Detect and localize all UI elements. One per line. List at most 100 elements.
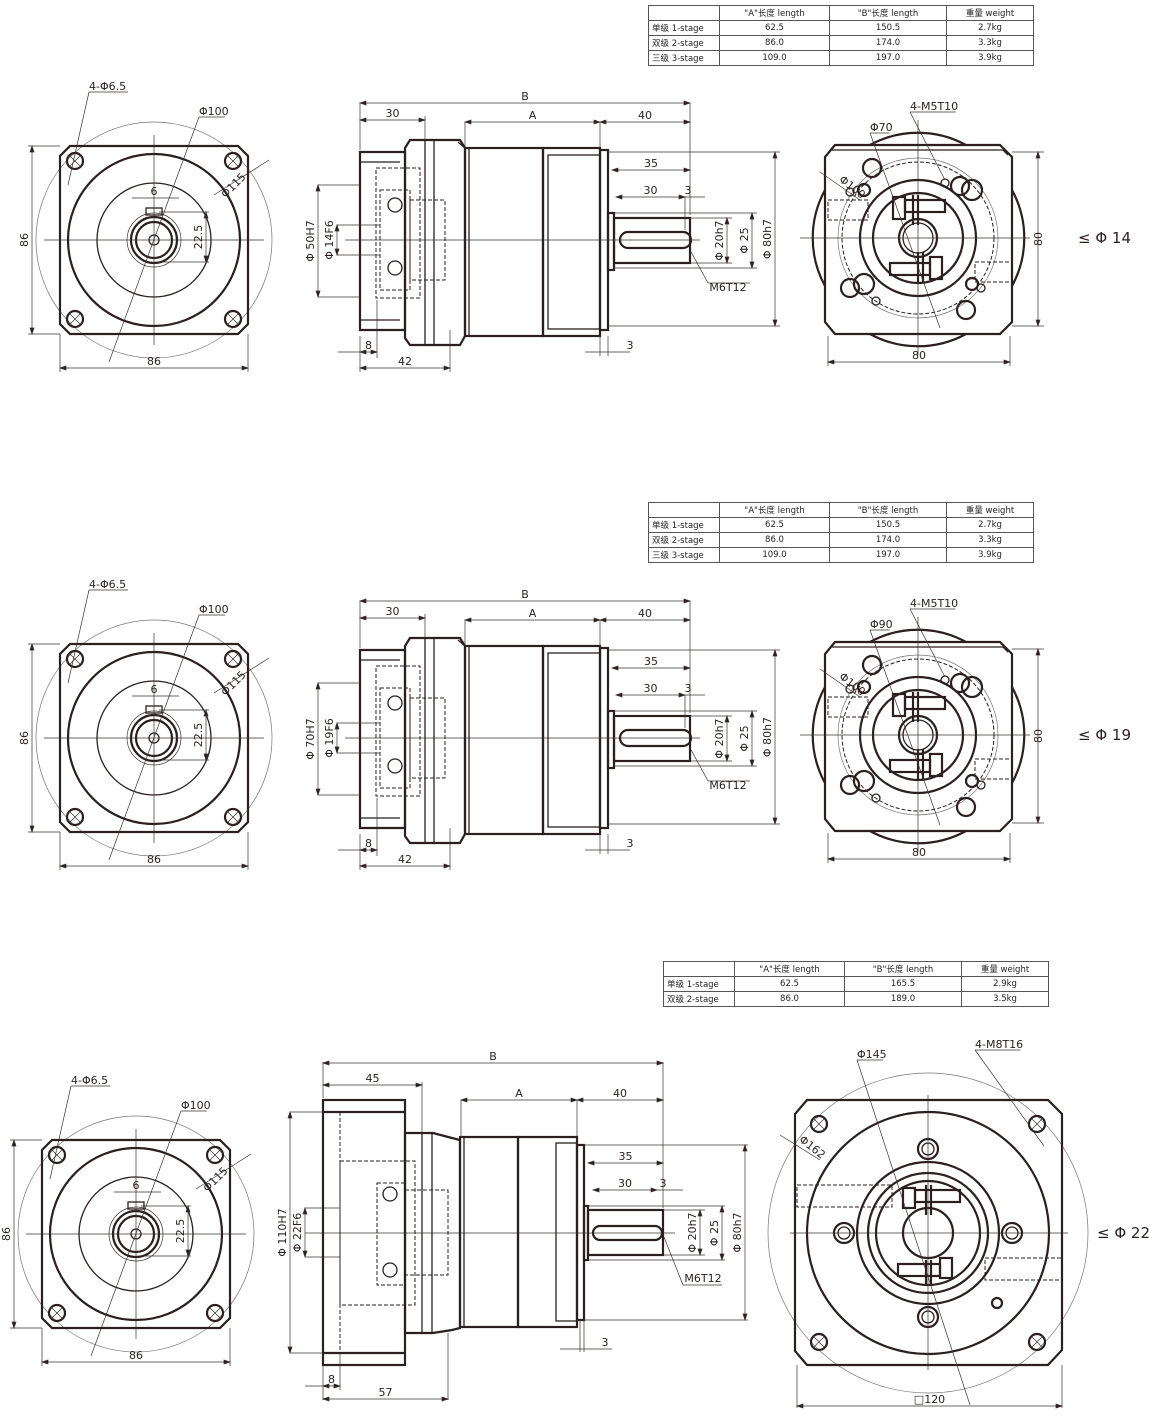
dimension-label: 86	[18, 731, 31, 745]
circle	[839, 774, 861, 796]
table-cell: 3.9kg	[946, 50, 1034, 66]
circle	[955, 299, 977, 321]
arrowhead-icon	[185, 1204, 191, 1213]
arrowhead-icon	[321, 1383, 330, 1389]
dimension-label: 3	[660, 1177, 667, 1190]
flange-outline	[58, 144, 250, 336]
arrowhead-icon	[358, 117, 367, 123]
dimension-label: Φ70	[870, 121, 893, 134]
arrowhead-icon	[724, 256, 730, 265]
dimension-label: 86	[147, 853, 161, 866]
clamp-screw	[928, 752, 944, 778]
dimension-label: 8	[328, 1373, 335, 1386]
arrowhead-icon	[656, 1160, 665, 1166]
mounting-hole	[1027, 1332, 1047, 1352]
arrowhead-icon	[1035, 150, 1041, 159]
arrowhead-icon	[358, 598, 367, 604]
outline	[547, 154, 601, 330]
line	[689, 249, 709, 284]
dimension-label: 4-M8T16	[975, 1038, 1023, 1051]
arrowhead-icon	[315, 788, 321, 797]
line	[108, 614, 200, 861]
dimension-label: Φ 110H7	[276, 1208, 289, 1256]
output-flange-outline	[823, 640, 1014, 833]
arrowhead-icon	[58, 863, 67, 869]
dimension-label: 22.5	[192, 723, 205, 748]
outline	[832, 149, 1009, 156]
arrowhead-icon	[697, 1248, 703, 1257]
arrowhead-icon	[40, 1359, 49, 1365]
circle	[839, 277, 861, 299]
pin-hole	[990, 1296, 1004, 1310]
dimension-label: 6	[151, 683, 158, 696]
arrowhead-icon	[795, 1403, 804, 1409]
dimension-label: Φ100	[199, 603, 229, 616]
arrowhead-icon	[358, 615, 367, 621]
mounting-hole	[47, 1303, 67, 1323]
dimension-label: Φ145	[857, 1048, 887, 1061]
dimension-label: B	[521, 90, 529, 103]
line	[90, 1110, 182, 1357]
circle	[949, 175, 971, 197]
arrowhead-icon	[575, 1097, 584, 1103]
outline	[984, 1257, 1063, 1281]
line	[869, 629, 941, 826]
output-flange-outline	[793, 1098, 1064, 1367]
dimension-label: A	[529, 607, 537, 620]
line	[227, 155, 239, 167]
dimension-label: 4-Φ6.5	[89, 578, 126, 591]
dimension-label: 3	[627, 339, 634, 352]
arrowhead-icon	[29, 825, 35, 834]
mounting-hole	[1027, 1114, 1047, 1134]
dimension-label: 42	[398, 355, 412, 368]
arrowhead-icon	[441, 1396, 450, 1402]
dimension-label: 22.5	[192, 225, 205, 250]
outline	[541, 644, 602, 836]
arrowhead-icon	[656, 1097, 665, 1103]
arrowhead-icon	[1003, 856, 1012, 862]
outline	[376, 1182, 406, 1286]
dimension-label: 80	[912, 846, 926, 859]
table-cell: 三级 3-stage	[648, 50, 720, 66]
outline	[379, 687, 411, 789]
arrowhead-icon	[203, 255, 209, 264]
dimension-label: 4-Φ6.5	[89, 80, 126, 93]
arrowhead-icon	[591, 1187, 600, 1193]
arrowhead-icon	[772, 319, 778, 328]
line	[69, 313, 81, 325]
arrowhead-icon	[463, 617, 472, 623]
arrowhead-icon	[683, 167, 692, 173]
arrowhead-icon	[749, 211, 755, 220]
gear-housing	[463, 644, 545, 836]
arrowhead-icon	[749, 759, 755, 768]
dimension-label: Φ 22F6	[291, 1213, 304, 1252]
arrowhead-icon	[598, 119, 607, 125]
arrowhead-icon	[772, 648, 778, 657]
dimension-label: Φ 20h7	[713, 220, 726, 260]
bolt-hole	[856, 679, 872, 695]
dimension-label: Φ162	[796, 1133, 827, 1162]
tapped-hole	[940, 178, 950, 188]
arrowhead-icon	[443, 863, 452, 869]
outline	[516, 1135, 579, 1329]
output-shaft	[612, 216, 692, 265]
keyway-slot	[618, 728, 693, 748]
arrowhead-icon	[185, 1249, 191, 1258]
arrowhead-icon	[614, 194, 623, 200]
table-cell: 3.9kg	[946, 547, 1034, 563]
outline	[404, 1189, 449, 1276]
output-shaft	[586, 1208, 665, 1257]
bolt-hole	[964, 276, 980, 292]
line	[227, 313, 239, 325]
arrowhead-icon	[650, 1187, 659, 1193]
arrowhead-icon	[358, 847, 367, 853]
arrowhead-icon	[241, 863, 250, 869]
output-shaft	[612, 714, 692, 763]
arrowhead-icon	[678, 194, 687, 200]
arrowhead-icon	[334, 721, 340, 730]
